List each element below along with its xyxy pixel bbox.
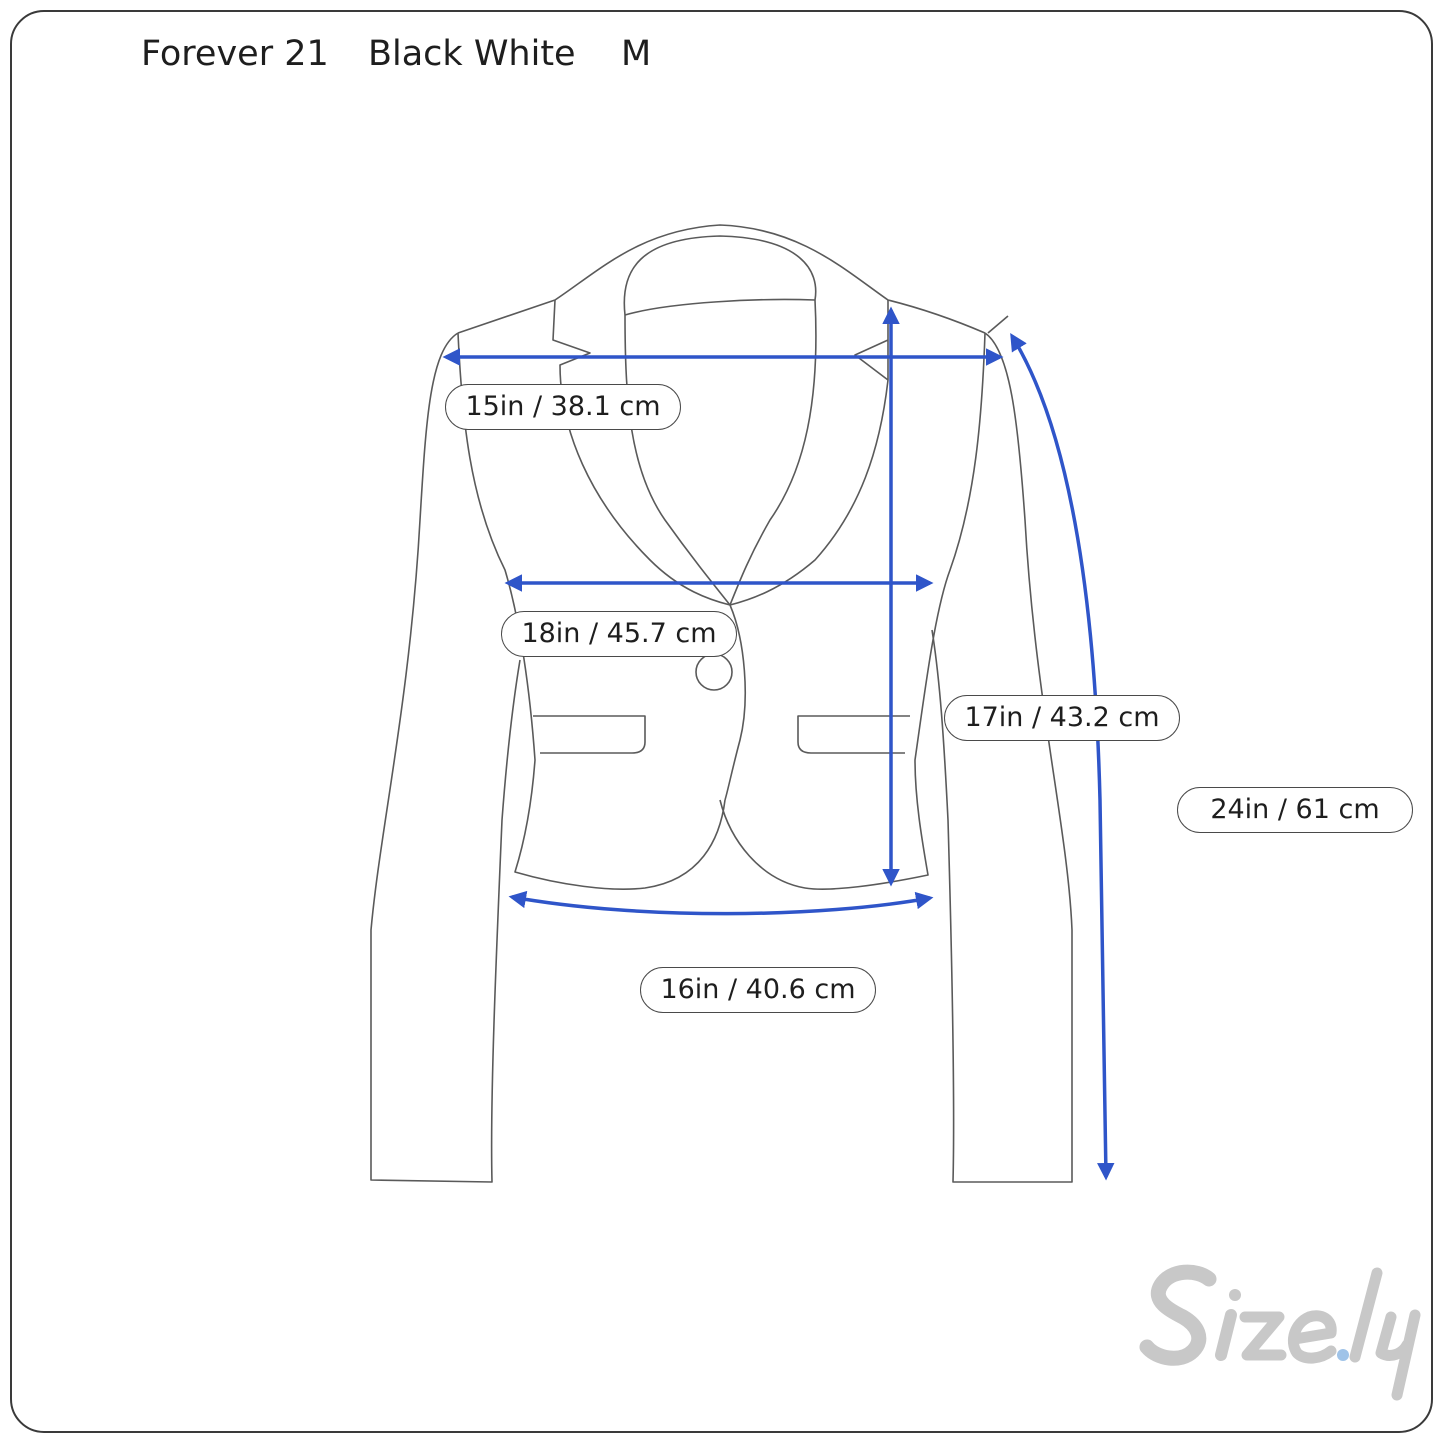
measurement-arrows	[442, 306, 1115, 1181]
front-closure	[724, 604, 746, 801]
waist-measurement: 16in / 40.6 cm	[640, 967, 876, 1013]
chest-measurement: 18in / 45.7 cm	[501, 611, 737, 657]
measurement-card	[10, 10, 1433, 1433]
right-pocket	[797, 715, 910, 754]
shoulder-measurement: 15in / 38.1 cm	[445, 384, 681, 430]
collar-back	[554, 224, 889, 301]
left-sleeve	[370, 332, 521, 1183]
size-label: M	[621, 34, 652, 74]
color-label: Black White	[368, 34, 576, 74]
right-lapel-inner	[729, 299, 817, 606]
sleeve-arrow	[1010, 333, 1115, 1181]
sleeve-measurement: 24in / 61 cm	[1177, 787, 1413, 833]
body-left-side	[457, 299, 726, 890]
body-right-side	[719, 299, 986, 890]
button	[695, 653, 733, 691]
shoulder-tick	[987, 315, 1009, 334]
right-sleeve	[931, 332, 1073, 1183]
left-pocket	[533, 715, 646, 754]
right-lapel	[729, 300, 889, 606]
brand-label: Forever 21	[141, 34, 329, 74]
collar-inner	[623, 235, 817, 316]
neck-line	[624, 298, 816, 316]
sizely-logo	[1139, 1264, 1421, 1401]
left-lapel	[552, 299, 731, 606]
waist-arrow	[508, 890, 934, 916]
length-measurement: 17in / 43.2 cm	[944, 695, 1180, 741]
